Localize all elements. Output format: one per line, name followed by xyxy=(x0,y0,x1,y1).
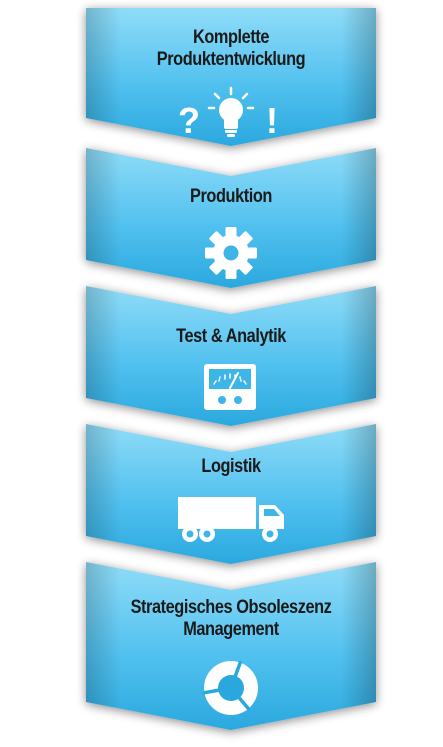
idea-question-exclamation-icon: ? ! xyxy=(178,86,278,141)
step-5-chevron xyxy=(86,562,376,730)
step-3-chevron xyxy=(86,286,376,426)
step-1-label: Komplette Produktentwicklung xyxy=(156,27,306,70)
step-1-chevron xyxy=(86,8,376,146)
step-2-label: Produktion xyxy=(190,186,272,207)
step-4-chevron xyxy=(86,424,376,564)
svg-text:?: ? xyxy=(178,100,200,141)
svg-text:!: ! xyxy=(266,100,278,141)
cycle-arrows-icon xyxy=(202,660,258,715)
step-3-label: Test & Analytik xyxy=(176,326,286,347)
truck-icon xyxy=(178,497,284,542)
step-5-label: Strategisches Obsoleszenz Management xyxy=(130,597,332,640)
measurement-meter-icon xyxy=(204,364,256,410)
gear-icon xyxy=(205,227,257,279)
step-4-label: Logistik xyxy=(201,456,261,477)
step-2-chevron xyxy=(86,148,376,288)
